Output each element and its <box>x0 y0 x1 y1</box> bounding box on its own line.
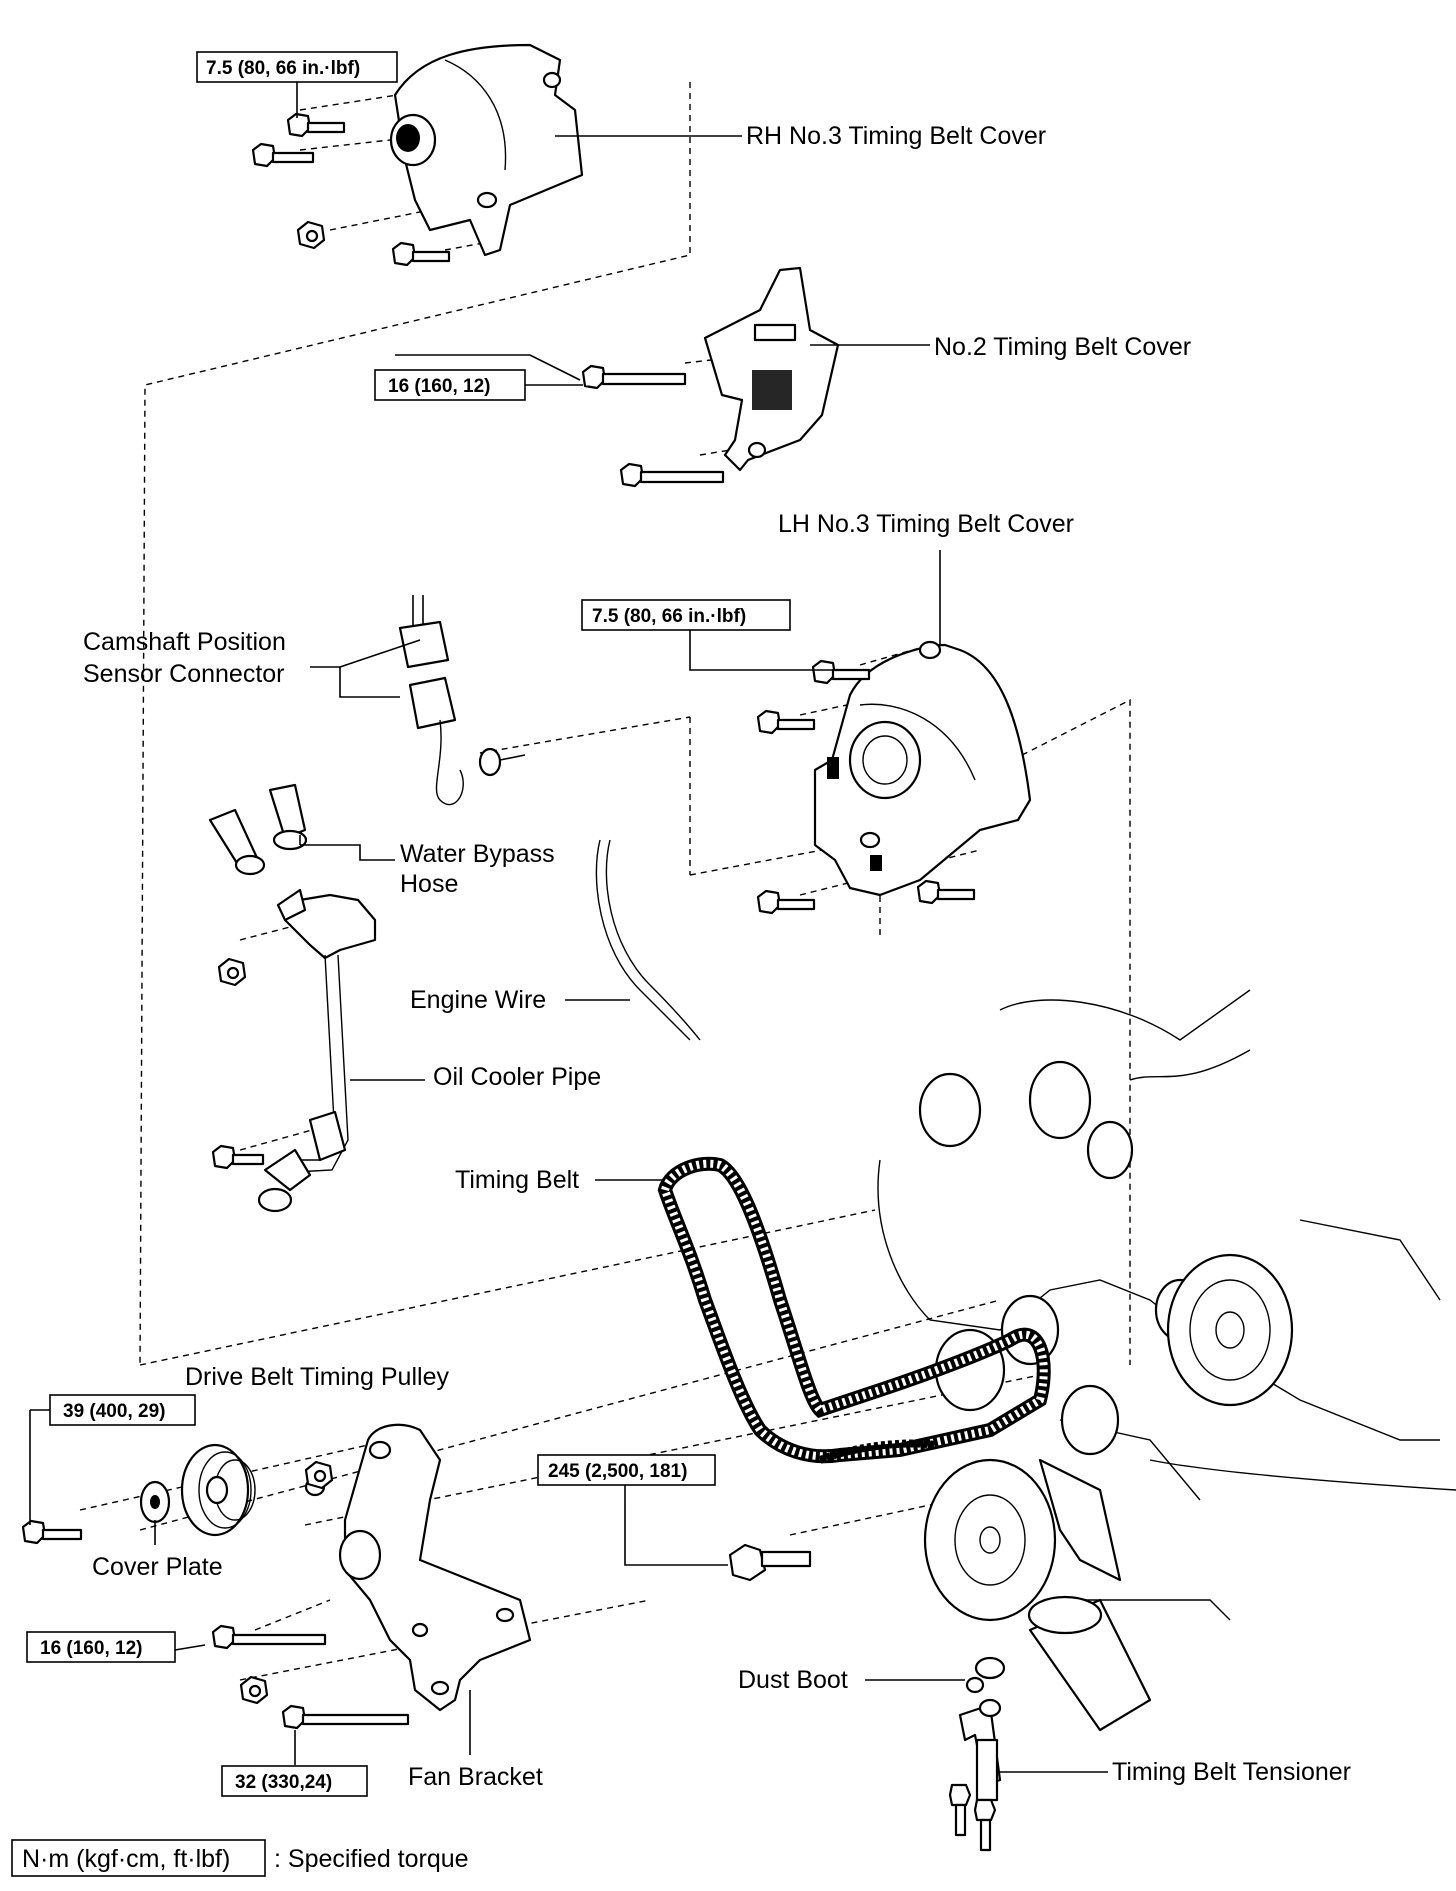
timing-belt <box>657 1156 1051 1464</box>
label-timing-belt: Timing Belt <box>455 1166 579 1194</box>
label-tensioner: Timing Belt Tensioner <box>1112 1758 1351 1786</box>
bolt <box>811 659 871 685</box>
legend-unit: N·m (kgf·cm, ft·lbf) <box>22 1845 230 1873</box>
label-cam-sensor-2: Sensor Connector <box>83 660 285 688</box>
torque-boxes: 7.5 (80, 66 in.·lbf) 16 (160, 12) 7.5 (8… <box>26 51 791 1797</box>
leader-lines <box>29 135 1108 1773</box>
label-cover-plate: Cover Plate <box>92 1553 223 1581</box>
crank-bolt <box>728 1543 812 1582</box>
fan-bracket-bolts <box>21 1460 410 1730</box>
torque-crank-bolt: 245 (2,500, 181) <box>548 1461 687 1482</box>
torque-legend: N·m (kgf·cm, ft·lbf) : Specified torque <box>11 1839 469 1877</box>
torque-box-bracket-bolt: 16 (160, 12) <box>26 1631 176 1663</box>
torque-rh-cover: 7.5 (80, 66 in.·lbf) <box>206 58 360 79</box>
water-bypass-hose <box>208 783 308 876</box>
pipe-bolts <box>211 957 265 1170</box>
lh-cover-bolts <box>756 659 976 915</box>
bolt <box>251 142 315 168</box>
bolt <box>619 462 725 488</box>
timing-belt-tensioner <box>958 1698 1002 1802</box>
rh-no3-timing-belt-cover <box>389 43 584 257</box>
torque-pulley-bolt: 39 (400, 29) <box>63 1401 165 1422</box>
torque-bracket-bolt-2: 32 (330,24) <box>235 1772 332 1793</box>
drive-belt-timing-pulley <box>180 1443 256 1537</box>
torque-no2-cover: 16 (160, 12) <box>388 376 490 397</box>
label-oil-cooler-pipe: Oil Cooler Pipe <box>433 1063 601 1091</box>
bolt <box>916 879 976 905</box>
torque-box-lh-cover: 7.5 (80, 66 in.·lbf) <box>581 599 791 631</box>
torque-box-crank-bolt: 245 (2,500, 181) <box>537 1454 716 1505</box>
label-cam-sensor-1: Camshaft Position <box>83 628 286 656</box>
label-lh-no3-cover: LH No.3 Timing Belt Cover <box>778 510 1074 538</box>
nut <box>217 957 247 987</box>
torque-box-bracket-bolt-2: 32 (330,24) <box>221 1765 368 1797</box>
oil-cooler-pipe <box>257 888 377 1213</box>
legend-text: : Specified torque <box>274 1845 469 1873</box>
label-water-bypass-1: Water Bypass <box>400 840 555 868</box>
bolt <box>756 709 816 735</box>
torque-lh-cover: 7.5 (80, 66 in.·lbf) <box>592 606 746 627</box>
rh-cover-bolts <box>251 112 451 267</box>
fan-bracket <box>304 1423 532 1712</box>
bolt <box>581 364 687 390</box>
label-fan-bracket: Fan Bracket <box>408 1763 543 1791</box>
engine-wire <box>595 839 701 1041</box>
nut <box>239 1675 269 1705</box>
bolt <box>756 889 816 915</box>
bolt <box>211 1624 327 1650</box>
label-rh-no3-cover: RH No.3 Timing Belt Cover <box>746 122 1046 150</box>
camshaft-sensor-connector <box>398 595 526 806</box>
callout-labels: RH No.3 Timing Belt Cover No.2 Timing Be… <box>83 122 1351 1791</box>
torque-box-no2-cover: 16 (160, 12) <box>374 369 583 401</box>
bolt <box>211 1144 265 1170</box>
label-water-bypass-2: Hose <box>400 870 458 898</box>
nut <box>296 220 326 250</box>
no2-cover-bolts <box>581 364 725 488</box>
nut <box>304 1460 334 1490</box>
label-no2-cover: No.2 Timing Belt Cover <box>934 333 1191 361</box>
torque-box-pulley-bolt: 39 (400, 29) <box>30 1394 196 1426</box>
label-drive-belt-pulley: Drive Belt Timing Pulley <box>185 1363 449 1391</box>
cover-plate <box>139 1480 171 1524</box>
torque-box-rh-cover: 7.5 (80, 66 in.·lbf) <box>196 51 398 118</box>
bolt <box>948 1783 972 1837</box>
bolt <box>391 241 451 267</box>
bolt <box>973 1798 997 1852</box>
label-dust-boot: Dust Boot <box>738 1666 848 1694</box>
dust-boot <box>965 1656 1006 1694</box>
label-engine-wire: Engine Wire <box>410 986 546 1014</box>
bolt <box>286 112 346 138</box>
torque-bracket-bolt: 16 (160, 12) <box>40 1638 142 1659</box>
bolt <box>281 1704 410 1730</box>
bolt <box>21 1519 83 1545</box>
lh-no3-timing-belt-cover <box>813 640 1032 897</box>
tensioner-bolts <box>948 1783 997 1852</box>
no2-timing-belt-cover <box>703 266 840 472</box>
